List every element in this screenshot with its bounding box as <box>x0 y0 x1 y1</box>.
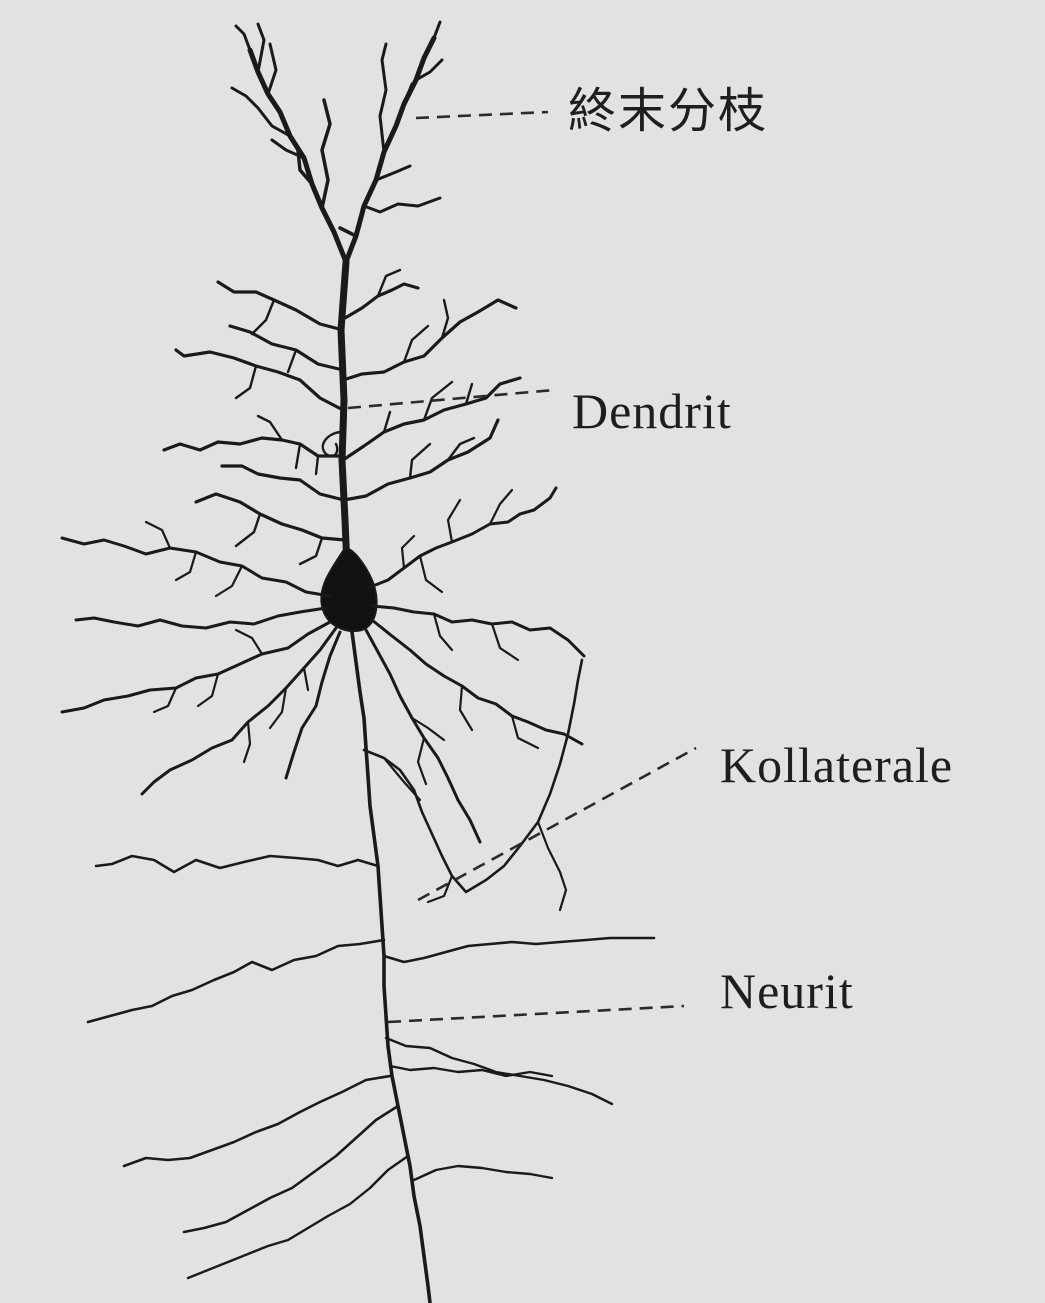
oblique-branch-right-2 <box>343 300 516 380</box>
dendrite-label: Dendrit <box>572 386 732 436</box>
oblique-branch-left-1 <box>218 282 343 330</box>
basal-dendrite-right-1 <box>368 488 556 588</box>
axon-branch-right-4 <box>414 1166 552 1180</box>
axon-branch-left-1 <box>96 856 378 872</box>
neurite-label: Neurit <box>720 966 854 1016</box>
leader-dendrite <box>348 390 554 408</box>
terminal-branches-label: 終末分枝 <box>568 88 768 136</box>
basal-twig-left <box>146 522 308 762</box>
axon-branch-right-3 <box>390 1066 552 1076</box>
basal-dendrite-left-1 <box>62 538 330 596</box>
basal-dendrite-right-3 <box>372 620 582 744</box>
axon-branch-right-2 <box>386 1038 612 1104</box>
oblique-branch-left-4 <box>164 438 342 456</box>
basal-dendrite-left-3 <box>62 622 330 712</box>
axon-branch-left-5 <box>188 1156 408 1278</box>
oblique-branch-left-5 <box>222 466 344 500</box>
axon-branch-left-3 <box>124 1076 390 1166</box>
axon-branch-right-1 <box>384 938 654 962</box>
basal-dendrite-left-5 <box>286 632 340 778</box>
terminal-branch-right <box>346 38 434 262</box>
collateral-label: Kollaterale <box>720 740 953 790</box>
oblique-twig-right <box>378 270 474 478</box>
oblique-branch-left-6 <box>196 494 345 540</box>
basal-dendrite-right-2 <box>372 606 584 656</box>
oblique-branch-right-4 <box>344 420 498 500</box>
leader-neurite <box>388 1006 684 1022</box>
basal-dendrite-left-4 <box>142 628 336 794</box>
cell-body <box>321 548 376 631</box>
axon-branch-left-2 <box>88 940 384 1022</box>
basal-dendrite-left-2 <box>76 608 326 628</box>
oblique-branch-right-3 <box>343 378 520 460</box>
oblique-twig-left <box>236 300 322 564</box>
axon-branch-left-4 <box>184 1106 398 1232</box>
pyramidal-neuron-drawing <box>62 22 654 1303</box>
dendrite-loop <box>323 432 340 456</box>
axon <box>352 632 430 1303</box>
oblique-branch-left-3 <box>176 350 343 410</box>
leader-terminal-branches <box>416 112 548 118</box>
